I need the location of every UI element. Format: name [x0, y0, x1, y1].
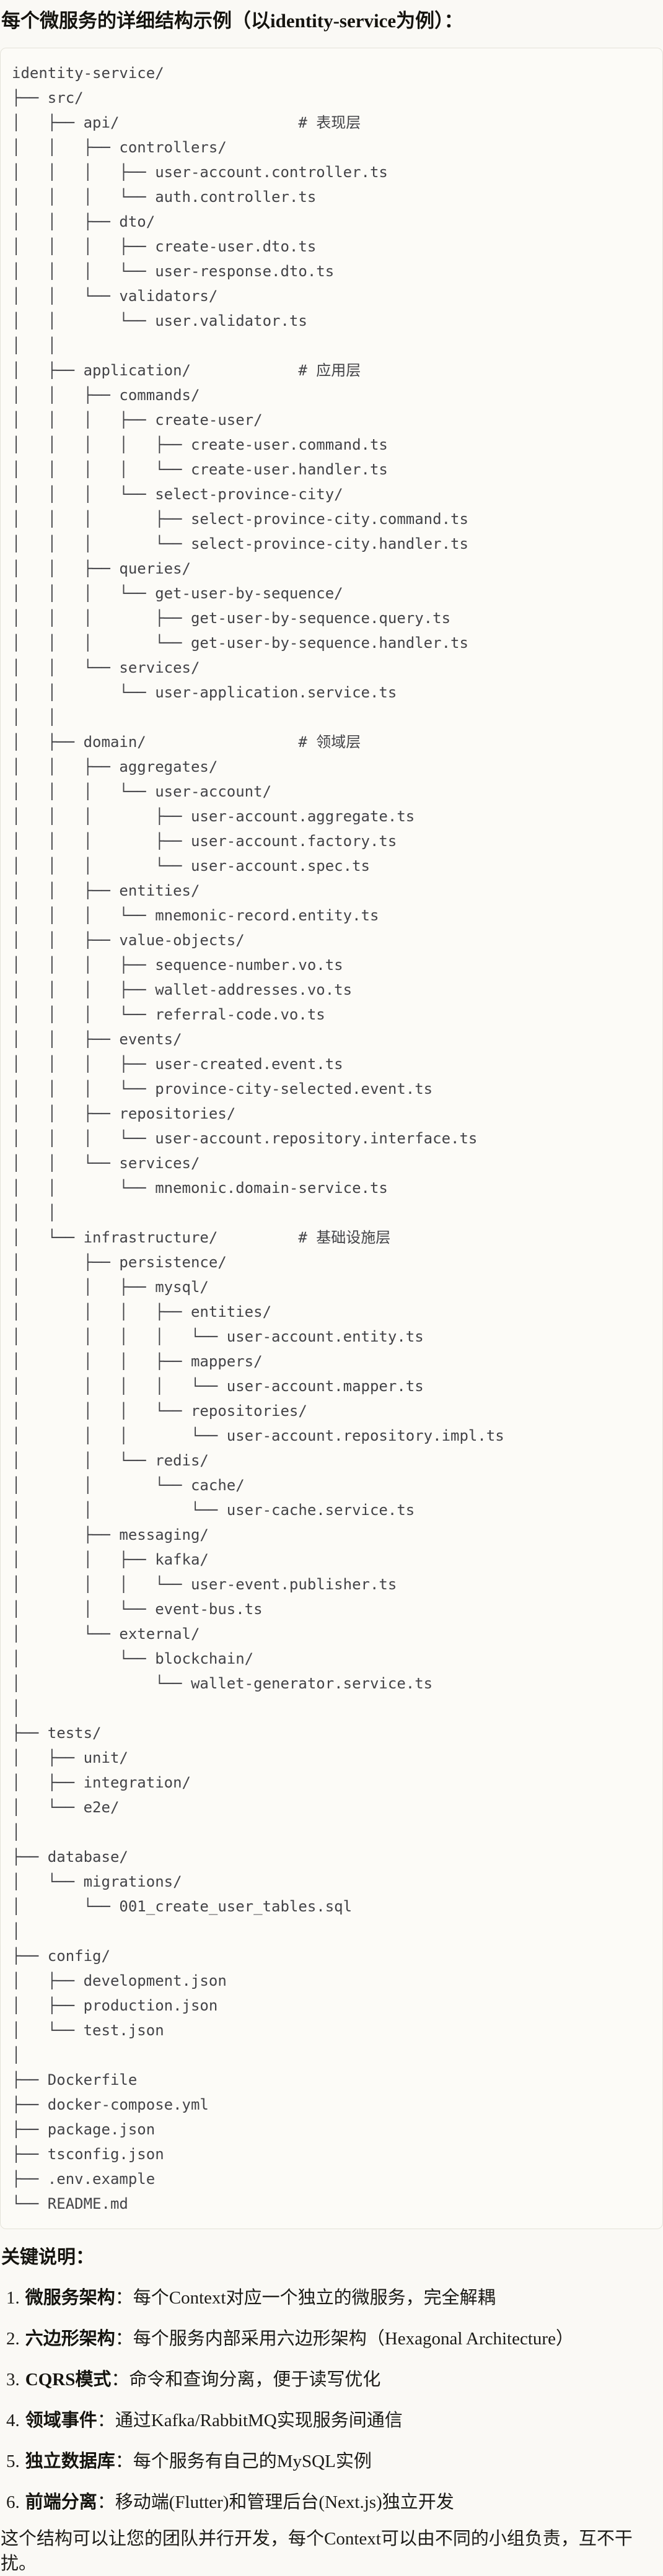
list-item-text: ：命令和查询分离，便于读写优化	[111, 2370, 381, 2390]
list-item-number: 6.	[6, 2492, 20, 2512]
list-item-text: ：每个服务内部采用六边形架构（Hexagonal Architecture）	[115, 2329, 574, 2349]
directory-tree-text: identity-service/ ├── src/ │ ├── api/ # …	[12, 64, 504, 2212]
list-item-number: 3.	[6, 2370, 20, 2390]
code-block: identity-service/ ├── src/ │ ├── api/ # …	[0, 48, 663, 2229]
closing-paragraph: 这个结构可以让您的团队并行开发，每个Context可以由不同的小组负责，互不干扰…	[1, 2529, 633, 2574]
list-item-label: 微服务架构	[25, 2288, 115, 2308]
list-item-4: 4. 领域事件：通过Kafka/RabbitMQ实现服务间通信	[6, 2408, 663, 2434]
list-item-label: 领域事件	[25, 2411, 97, 2430]
list-item-6: 6.前端分离：移动端(Flutter)和管理后台(Next.js)独立开发	[6, 2490, 663, 2515]
page-title: 每个微服务的详细结构示例（以identity-service为例）：	[1, 10, 463, 32]
notes-heading: 关键说明：	[1, 2247, 94, 2268]
list-item-label: CQRS模式	[25, 2370, 112, 2390]
list-item-2: 2.六边形架构：每个服务内部采用六边形架构（Hexagonal Architec…	[6, 2326, 663, 2352]
list-item-text: ：每个Context对应一个独立的微服务，完全解耦	[115, 2288, 496, 2308]
list-item-label: 前端分离	[25, 2492, 97, 2512]
list-item-number: 1.	[6, 2288, 20, 2308]
list-item-number: 2.	[6, 2329, 20, 2349]
list-item-3: 3.CQRS模式：命令和查询分离，便于读写优化	[6, 2367, 663, 2393]
list-item-number: 5.	[6, 2452, 20, 2471]
list-item-label: 独立数据库	[25, 2452, 115, 2471]
list-item-number: 4.	[6, 2411, 20, 2430]
list-item-text: ：移动端(Flutter)和管理后台(Next.js)独立开发	[97, 2492, 454, 2512]
list-item-1: 1.微服务架构：每个Context对应一个独立的微服务，完全解耦	[6, 2286, 663, 2311]
list-item-text: ：通过Kafka/RabbitMQ实现服务间通信	[97, 2411, 403, 2430]
list-item-5: 5. 独立数据库：每个服务有自己的MySQL实例	[6, 2449, 663, 2474]
list-item-label: 六边形架构	[25, 2329, 115, 2349]
list-item-text: ：每个服务有自己的MySQL实例	[115, 2452, 372, 2471]
